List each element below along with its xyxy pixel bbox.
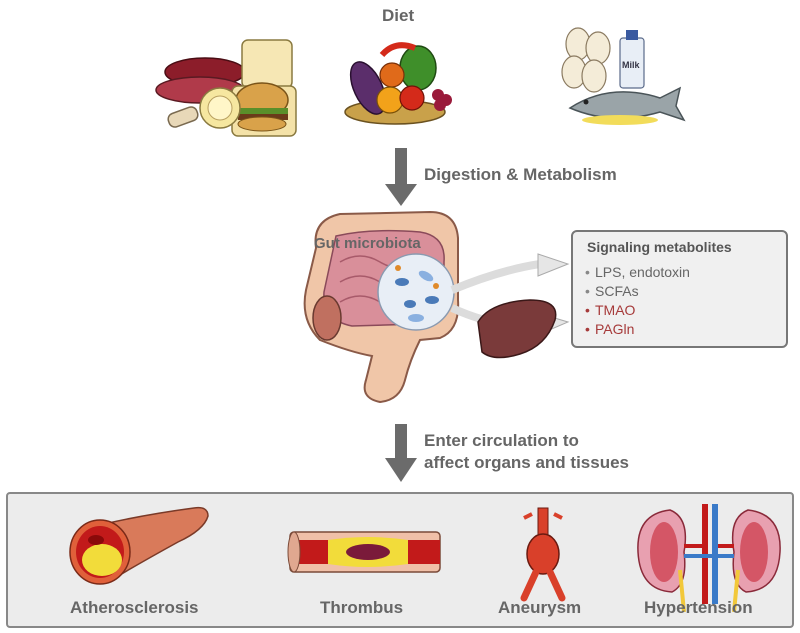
aorta-aneurysm-icon xyxy=(520,507,566,602)
signaling-metabolites-box: Signaling metabolites •LPS, endotoxin •S… xyxy=(571,230,788,348)
outcome-label-aneurysm: Aneurysm xyxy=(498,598,582,617)
kidneys-icon xyxy=(637,504,781,613)
eggs-milk-fish-icon xyxy=(561,27,686,125)
liver-icon xyxy=(477,299,557,359)
circulation-arrow xyxy=(385,424,417,482)
outcome-artwork xyxy=(69,504,781,613)
digestion-label: Digestion & Metabolism xyxy=(424,165,617,184)
list-item: •SCFAs xyxy=(585,283,639,299)
outcome-label-hypertension: Hypertension xyxy=(644,598,753,617)
digestion-arrow xyxy=(385,148,417,206)
outcome-label-atherosclerosis: Atherosclerosis xyxy=(70,598,199,617)
fruit-basket-icon xyxy=(344,42,452,125)
list-item: •TMAO xyxy=(585,302,636,318)
artery-plaque-icon xyxy=(69,506,209,585)
list-item: •LPS, endotoxin xyxy=(585,264,690,280)
circulation-label-line2: affect organs and tissues xyxy=(424,453,630,472)
vessel-clot-icon xyxy=(287,531,441,573)
signaling-title: Signaling metabolites xyxy=(587,239,732,255)
outcome-label-thrombus: Thrombus xyxy=(320,598,404,617)
circulation-label-line1: Enter circulation to xyxy=(424,431,579,450)
diet-title: Diet xyxy=(382,6,415,25)
signaling-list: •LPS, endotoxin •SCFAs •TMAO •PAGln xyxy=(585,263,690,339)
list-item: •PAGln xyxy=(585,321,635,337)
gut-microbiota-label: Gut microbiota xyxy=(314,235,421,252)
milk-label: Milk xyxy=(622,60,640,70)
intestine-icon xyxy=(303,210,460,404)
outcomes-panel: Atherosclerosis Thrombus Aneurysm Hypert… xyxy=(6,492,794,628)
meat-burger-icon xyxy=(155,39,297,137)
